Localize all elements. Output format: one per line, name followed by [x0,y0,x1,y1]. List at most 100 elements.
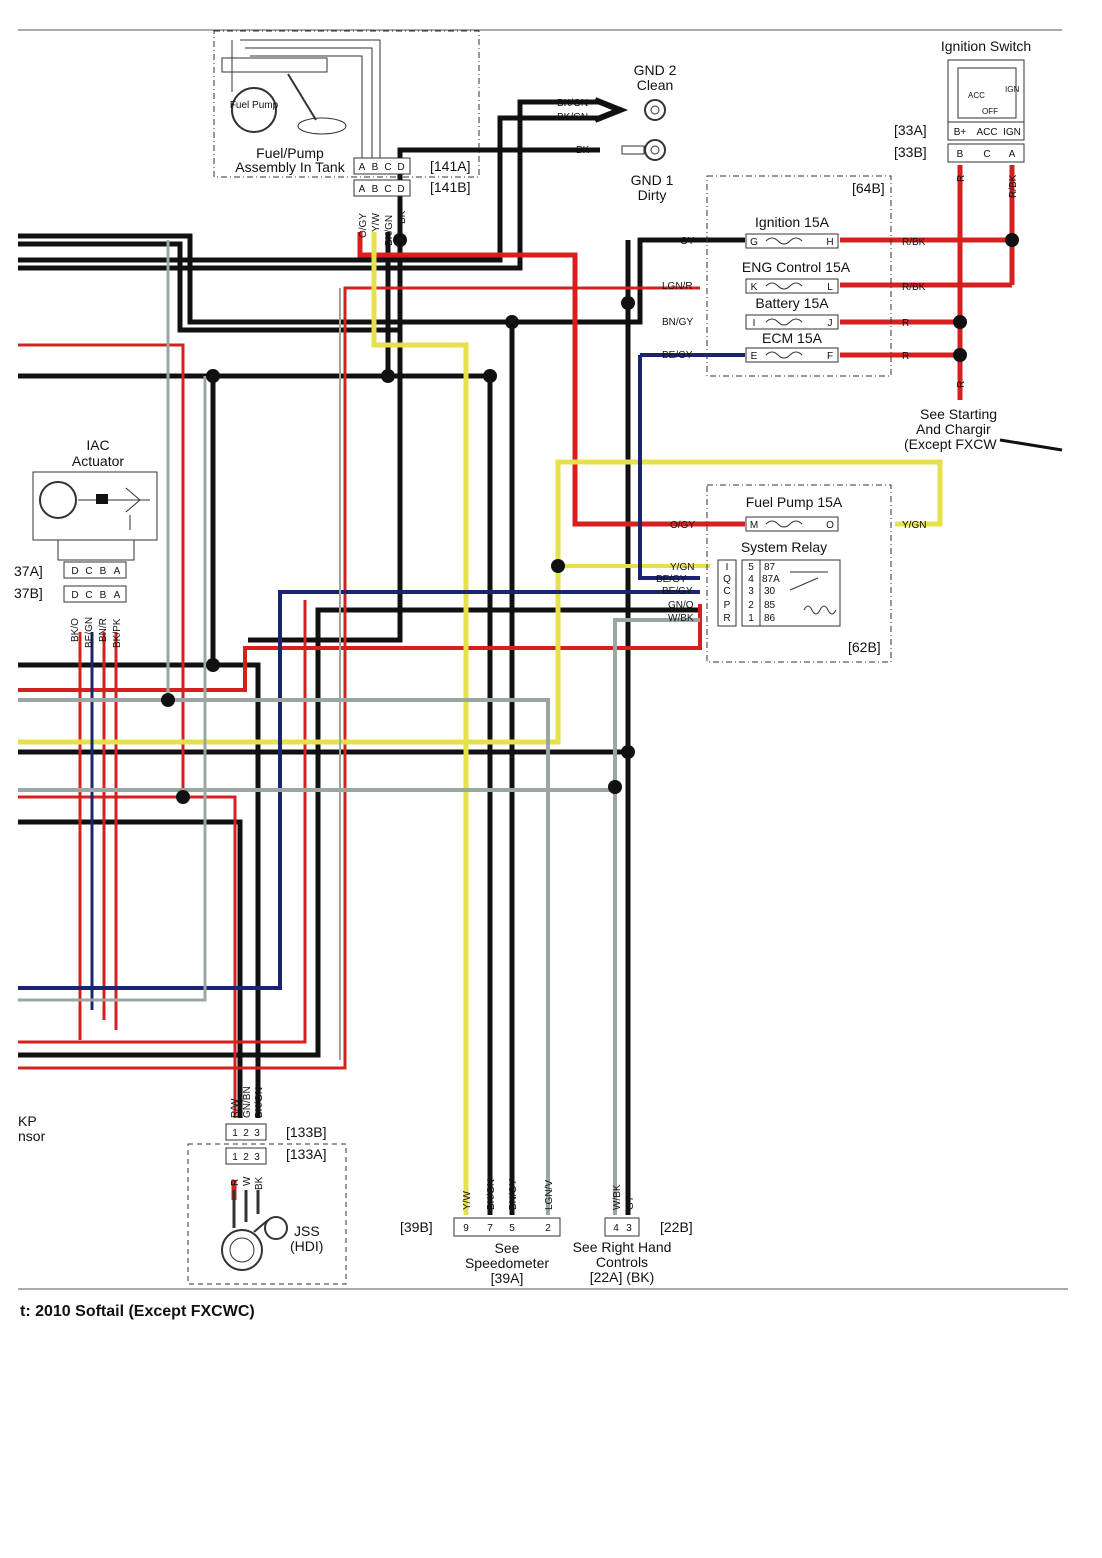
svg-text:R: R [956,175,967,182]
svg-text:BN/GY: BN/GY [662,317,693,328]
svg-text:BK: BK [397,210,408,224]
iac-actuator: IAC Actuator D C B A D C B A 37A] 37B] B… [14,437,158,648]
svg-text:B: B [372,162,379,173]
gnd1-label: GND 1 [631,172,674,188]
svg-text:W/BK: W/BK [612,1184,623,1210]
svg-text:7: 7 [487,1223,493,1234]
svg-text:O/GY: O/GY [358,213,369,238]
svg-text:C: C [384,162,391,173]
svg-text:LGN/R: LGN/R [662,281,693,292]
svg-text:[64B]: [64B] [852,180,885,196]
svg-text:R: R [956,381,967,388]
svg-text:R: R [902,351,909,362]
svg-text:W/BK: W/BK [668,613,694,624]
connector-37b: 37B] [14,585,43,601]
svg-text:BK: BK [576,145,590,156]
svg-text:Controls: Controls [596,1254,648,1270]
svg-text:Actuator: Actuator [72,453,124,469]
svg-text:Clean: Clean [637,77,674,93]
svg-text:O: O [826,520,834,531]
gnd2-label: GND 2 [634,62,677,78]
svg-text:86: 86 [764,613,776,624]
svg-text:C: C [983,149,990,160]
svg-text:9: 9 [463,1223,469,1234]
svg-text:BE/GN: BE/GN [84,617,95,648]
svg-text:I: I [726,562,729,573]
svg-text:B+: B+ [954,127,967,138]
speedometer-connector: Y/W BK/GN BN/GY LGN/V 9 7 5 2 [39B] See … [400,1179,561,1286]
svg-text:A: A [114,566,121,577]
svg-text:R/BK: R/BK [902,282,926,293]
svg-text:BK: BK [254,1176,265,1190]
svg-text:Battery 15A: Battery 15A [755,295,829,311]
svg-text:Ignition 15A: Ignition 15A [755,214,830,230]
svg-text:[22A] (BK): [22A] (BK) [590,1269,655,1285]
connector-141a: [141A] [430,158,470,174]
svg-text:OFF: OFF [982,107,998,116]
svg-text:BK/O: BK/O [70,618,81,642]
connector-22b: [22B] [660,1219,693,1235]
svg-text:BE/GY: BE/GY [662,350,693,361]
svg-text:BN/R: BN/R [98,618,109,642]
svg-text:87A: 87A [762,574,780,585]
svg-text:B: B [100,590,107,601]
svg-text:See Starting: See Starting [920,406,997,422]
svg-text:A: A [359,162,366,173]
svg-text:Ignition Switch: Ignition Switch [941,38,1031,54]
svg-text:2: 2 [243,1128,249,1139]
svg-text:W: W [242,1176,253,1186]
svg-text:C: C [85,590,92,601]
svg-text:R: R [723,613,730,624]
svg-text:Fuel Pump 15A: Fuel Pump 15A [746,494,843,510]
svg-text:See Right Hand: See Right Hand [573,1239,672,1255]
jss-sensor: R/W GN/BN BK/GN 1 2 3 1 2 3 [133B] [133A… [18,1086,347,1285]
system-relay-label: System Relay [741,539,827,555]
svg-text:GN/O: GN/O [668,600,694,611]
svg-text:3: 3 [626,1223,632,1234]
svg-text:2: 2 [748,600,754,611]
svg-text:B: B [100,566,107,577]
svg-text:1: 1 [748,613,754,624]
svg-text:4: 4 [748,574,754,585]
svg-text:H: H [826,237,833,248]
svg-text:3: 3 [254,1128,260,1139]
svg-text:[62B]: [62B] [848,639,881,655]
iac-motor-icon [39,481,77,519]
svg-text:(Except FXCW: (Except FXCW [904,436,997,452]
svg-text:A: A [359,184,366,195]
svg-text:And Chargir: And Chargir [916,421,991,437]
svg-text:2: 2 [243,1152,249,1163]
svg-text:R/W: R/W [230,1098,241,1118]
connector-33a: [33A] [894,122,927,138]
svg-text:D: D [71,566,78,577]
svg-text:85: 85 [764,600,776,611]
svg-text:O/GY: O/GY [670,520,695,531]
right-hand-controls-connector: W/BK GY 4 3 [22B] See Right Hand Control… [573,1184,693,1285]
svg-text:2: 2 [545,1223,551,1234]
svg-text:M: M [750,520,758,531]
fuel-pump-icon [231,87,277,133]
svg-text:IAC: IAC [86,437,109,453]
svg-text:BK/GN: BK/GN [254,1087,265,1118]
svg-text:LGN/V: LGN/V [544,1180,555,1210]
fuse-block-62b: Fuel Pump 15A M O O/GY Y/GN System Relay… [656,484,926,663]
ignition-switch: Ignition Switch ACC IGN OFF B+ ACC IGN B… [894,38,1063,452]
wire-harness [18,99,1015,1215]
svg-text:Y/GN: Y/GN [902,520,926,531]
svg-text:ENG Control 15A: ENG Control 15A [742,259,851,275]
svg-text:R/BK: R/BK [1008,174,1019,198]
svg-text:GY: GY [680,236,695,247]
svg-text:BE/GY: BE/GY [656,574,687,585]
svg-text:A: A [114,590,121,601]
svg-text:K: K [751,282,758,293]
svg-text:BN/GY: BN/GY [508,1179,519,1210]
svg-text:ECM 15A: ECM 15A [762,330,823,346]
svg-text:L: L [827,282,833,293]
svg-text:J: J [828,318,833,329]
svg-text:E: E [751,351,758,362]
svg-text:1: 1 [232,1152,238,1163]
svg-text:[39A]: [39A] [491,1270,524,1286]
junctions [161,233,1019,804]
svg-text:IGN: IGN [1005,85,1019,94]
